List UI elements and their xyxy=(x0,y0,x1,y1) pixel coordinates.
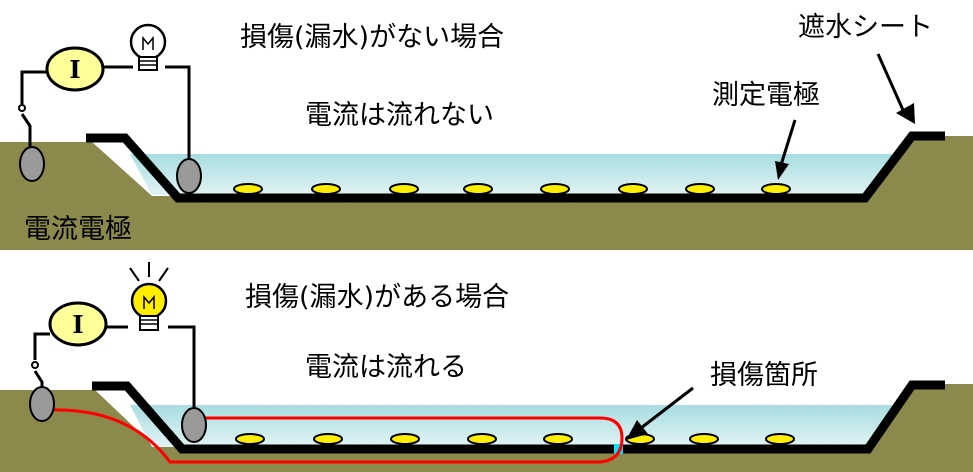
measurement-electrode xyxy=(761,183,791,195)
damage-case-label: 損傷(漏水)がある場合 xyxy=(245,282,509,313)
circuit-wire-top xyxy=(20,65,191,158)
meter-symbol: I xyxy=(72,310,83,339)
panel-damage: I 損傷(漏水)がある場合 電流は流れる 損傷箇所 xyxy=(0,262,973,472)
no-damage-case-label: 損傷(漏水)がない場合 xyxy=(240,22,504,53)
bulb-lit-icon xyxy=(129,262,169,331)
liner-top xyxy=(86,131,945,203)
measurement-electrode xyxy=(233,183,263,195)
liner-bottom xyxy=(92,380,945,454)
damage-pointer-arrow xyxy=(626,386,694,440)
measurement-electrode xyxy=(389,183,419,195)
switch-contact xyxy=(31,361,39,369)
reference-electrode-in-water xyxy=(176,158,202,194)
measurement-electrode xyxy=(390,433,420,445)
measurement-electrode xyxy=(463,183,493,195)
measurement-electrode xyxy=(543,433,573,445)
damage-location-label: 損傷箇所 xyxy=(710,360,818,391)
ground-top xyxy=(0,136,973,250)
current-path xyxy=(49,408,624,464)
pointer-arrows-top xyxy=(775,53,915,180)
measurement-electrode xyxy=(313,433,343,445)
current-electrode xyxy=(29,386,55,422)
measurement-electrodes-top xyxy=(233,183,791,195)
ammeter-icon: I xyxy=(45,46,105,92)
current-flows-label: 電流は流れる xyxy=(305,352,467,383)
ammeter-icon: I xyxy=(48,301,108,347)
measurement-electrode xyxy=(540,183,570,195)
reference-electrode-in-water xyxy=(181,407,207,443)
measurement-electrode xyxy=(467,433,497,445)
measurement-electrode xyxy=(618,183,648,195)
leak-point xyxy=(614,444,623,454)
current-electrode xyxy=(19,146,45,182)
bulb-off-icon xyxy=(129,23,167,71)
measurement-electrode xyxy=(235,433,265,445)
meter-symbol: I xyxy=(69,55,80,84)
no-current-label: 電流は流れない xyxy=(305,100,494,131)
panel-no-damage: I 損傷(漏水)がない場合 電流は流れない 遮水シート 測定電極 電流電極 xyxy=(0,12,973,250)
measurement-electrode-label: 測定電極 xyxy=(712,80,820,111)
sheet-label: 遮水シート xyxy=(798,12,933,43)
switch-contact xyxy=(18,104,26,112)
measurement-electrode xyxy=(311,183,341,195)
measurement-electrode xyxy=(765,433,795,445)
measurement-electrode xyxy=(689,433,719,445)
current-electrode-label: 電流電極 xyxy=(24,214,132,245)
measurement-electrode xyxy=(685,183,715,195)
